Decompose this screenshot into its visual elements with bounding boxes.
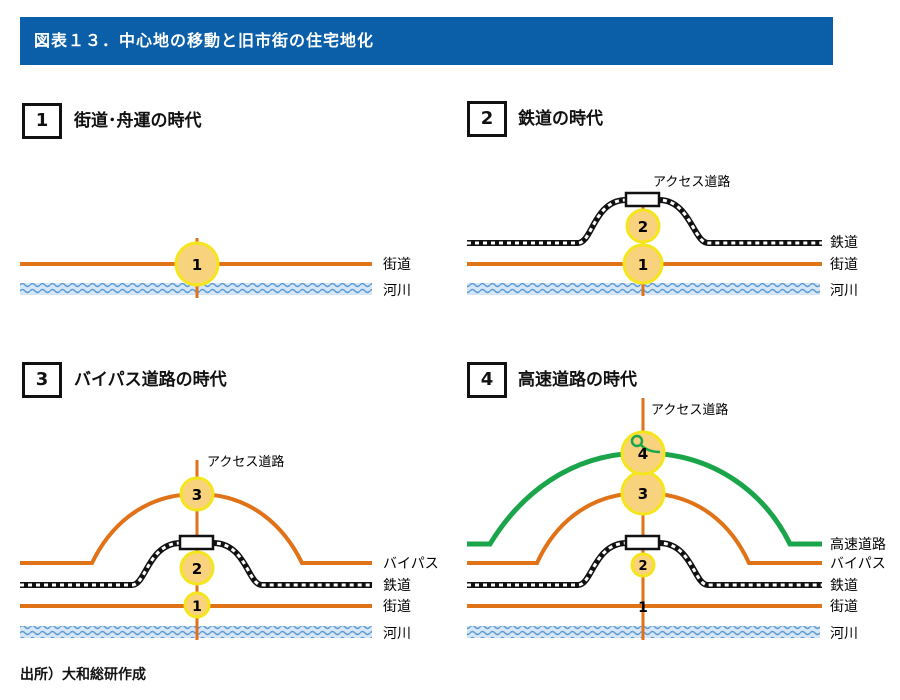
panel-4-number: 4: [467, 362, 507, 398]
kosoku-label: 高速道路: [830, 536, 886, 553]
kasen-label: 河川: [830, 626, 858, 642]
center-marker-1: [622, 243, 664, 285]
tetsudo-label: 鉄道: [383, 578, 411, 594]
center-marker-1-label: 1: [192, 256, 202, 274]
panel-3-diagram: 1 2 3 アクセス道路 バイパス 鉄道 街道 河川: [20, 454, 439, 642]
access-road-label: アクセス道路: [651, 402, 728, 418]
center-marker-2-label: 2: [638, 218, 648, 236]
panel-2-number: 2: [467, 101, 507, 137]
center-marker-2: [179, 550, 215, 586]
tetsudo-label: 鉄道: [830, 578, 858, 594]
panel-1-diagram: 1 街道 河川: [20, 238, 411, 299]
center-marker-1-label: 1: [638, 600, 648, 616]
bypass-label: バイパス: [830, 556, 886, 572]
interchange-ramp: [640, 444, 661, 454]
station-icon: [624, 534, 661, 551]
panel-3-number: 3: [22, 362, 62, 398]
panel-1-number: 1: [22, 103, 62, 139]
station-icon: [178, 534, 215, 551]
figure-title: 図表１３．中心地の移動と旧市街の住宅地化: [20, 17, 833, 65]
panel-1-title: 街道･舟運の時代: [74, 111, 202, 131]
center-marker-2-label: 2: [192, 560, 202, 578]
center-marker-4-label: 4: [638, 445, 648, 463]
center-marker-2: [625, 208, 661, 244]
center-marker-3-label: 3: [192, 486, 202, 504]
tetsudo-label: 鉄道: [830, 235, 858, 251]
center-marker-2: [630, 552, 656, 578]
access-road-label: アクセス道路: [207, 454, 284, 470]
kasen-label: 河川: [830, 283, 858, 299]
center-marker-1: [174, 241, 220, 287]
source-note: 出所）大和総研作成: [20, 667, 146, 683]
center-marker-3: [179, 476, 215, 512]
railway-ties: [20, 541, 372, 587]
center-marker-1: [183, 591, 211, 619]
kaido-label: 街道: [830, 599, 858, 615]
kasen-label: 河川: [383, 626, 411, 642]
interchange-icon: [630, 434, 644, 448]
center-marker-1-label: 1: [192, 599, 202, 615]
kasen-label: 河川: [383, 283, 411, 299]
kaido-label: 街道: [830, 257, 858, 273]
panel-4-title: 高速道路の時代: [518, 370, 637, 390]
station-icon: [624, 191, 661, 208]
panel-2-title: 鉄道の時代: [518, 109, 603, 129]
panel-3-title: バイパス道路の時代: [74, 370, 227, 390]
panel-2-diagram: 1 2 アクセス道路 鉄道 街道 河川: [467, 174, 858, 299]
kaido-label: 街道: [383, 599, 411, 615]
center-marker-3-label: 3: [638, 485, 648, 503]
center-marker-1-label: 1: [638, 256, 648, 274]
center-marker-2-label: 2: [638, 559, 647, 574]
access-road-label: アクセス道路: [653, 174, 730, 190]
bypass-label: バイパス: [383, 556, 439, 572]
panel-4-diagram: 1 2 3 4 アクセス道路 高速道路 バイパス 鉄道 街道 河川: [467, 398, 886, 642]
kaido-label: 街道: [383, 257, 411, 273]
